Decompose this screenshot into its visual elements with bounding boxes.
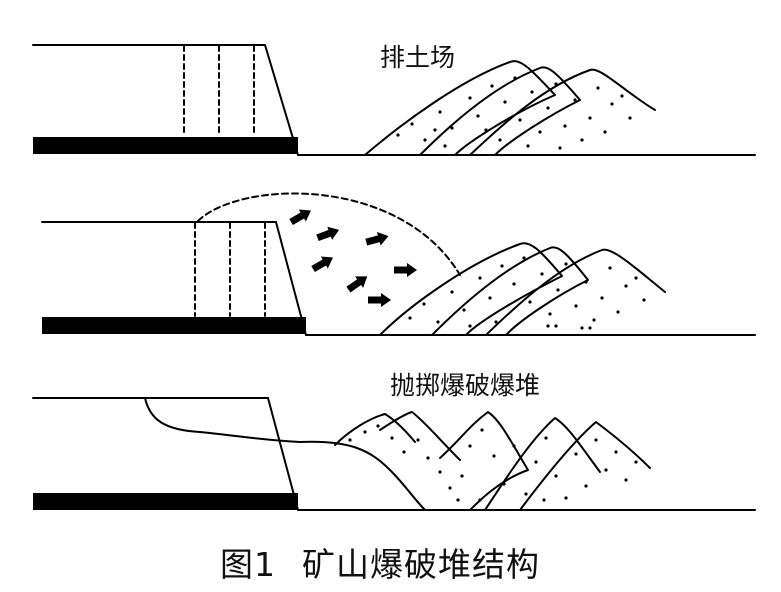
cast-pile-dots [348,424,638,502]
blast-holes [183,45,255,137]
cast-pile-mounds [334,411,651,511]
coal-seam [33,137,298,154]
coal-seam [33,493,298,510]
coal-seam [42,317,306,334]
highwall-face [264,44,299,156]
flying-rock-arrows [289,209,417,307]
cast-pile-label: 抛掷爆破爆堆 [390,371,541,400]
dump-label: 排土场 [380,43,456,72]
figure-title: 矿山爆破堆结构 [302,545,540,584]
dump-dots [408,256,646,330]
spoil-dump [364,60,656,156]
spoil-dump [379,242,666,336]
blast-holes [194,222,266,317]
dump-dots [396,76,632,150]
panel-before-blast [32,44,756,156]
panel-during-blast [41,192,756,336]
figure-caption: 图1 矿山爆破堆结构 [220,538,540,586]
panel-after-blast [32,397,756,511]
highwall-face [275,221,307,336]
figure-number: 图1 [220,545,276,584]
blasted-profile [144,397,426,511]
highwall-face [267,397,299,511]
throw-trajectory [197,192,461,276]
